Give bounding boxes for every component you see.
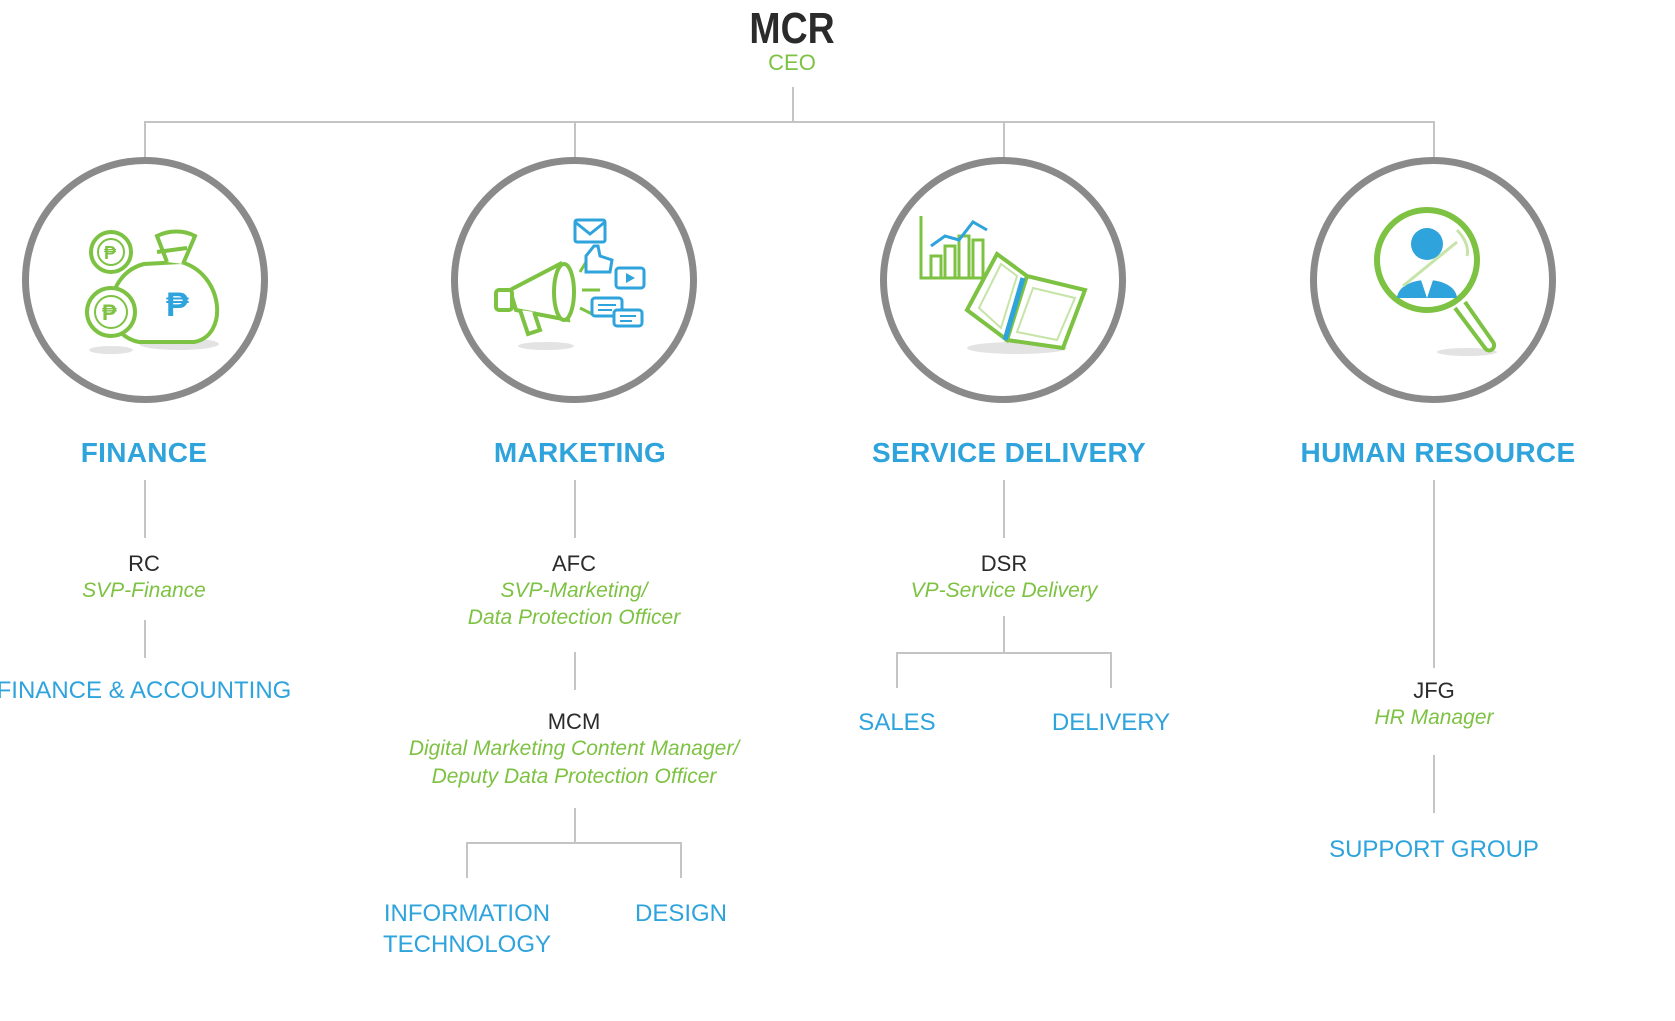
marketing-deputy-name: MCM	[547, 709, 601, 734]
finance-line-1	[144, 480, 146, 538]
svg-text:₱: ₱	[102, 300, 117, 325]
department-finance: FINANCE	[80, 437, 208, 468]
unit-support-group: SUPPORT GROUP	[1329, 836, 1539, 863]
department-bar	[144, 121, 1435, 123]
service-delivery-circle	[880, 157, 1126, 403]
unit-it-line-1: INFORMATION	[383, 900, 551, 927]
marketing-head-title-1: SVP-Marketing/	[500, 579, 648, 602]
marketing-branch-left	[466, 842, 468, 878]
service-branch-left	[896, 652, 898, 688]
department-service-delivery: SERVICE DELIVERY	[872, 437, 1146, 468]
department-marketing: MARKETING	[493, 437, 667, 468]
ceo-name: MCR	[749, 4, 835, 53]
unit-delivery: DELIVERY	[1051, 709, 1171, 736]
marketing-branch-right	[680, 842, 682, 878]
service-head-name: DSR	[980, 551, 1028, 576]
finance-line-2	[144, 620, 146, 658]
marketing-line-3	[574, 808, 576, 842]
finance-head-name: RC	[128, 551, 160, 576]
ceo-connector	[792, 87, 794, 121]
unit-it-line-2: TECHNOLOGY	[382, 931, 552, 958]
service-branch-bar	[896, 652, 1112, 654]
human-resource-circle	[1310, 157, 1556, 403]
megaphone-icon	[494, 218, 646, 350]
unit-finance-accounting: FINANCE & ACCOUNTING	[0, 677, 292, 704]
department-human-resource: HUMAN RESOURCE	[1300, 437, 1576, 468]
svg-text:₱: ₱	[104, 243, 116, 263]
unit-sales: SALES	[858, 709, 936, 736]
marketing-branch-bar	[466, 842, 682, 844]
marketing-deputy-title-2: Deputy Data Protection Officer	[431, 765, 717, 788]
hr-head-name: JFG	[1413, 678, 1455, 703]
svg-text:₱: ₱	[166, 286, 189, 324]
connector-finance	[144, 121, 146, 159]
magnifier-person-icon	[1374, 207, 1497, 356]
hr-head-title: HR Manager	[1374, 706, 1494, 729]
chart-book-icon	[919, 216, 1088, 354]
service-branch-right	[1110, 652, 1112, 688]
connector-hr	[1433, 121, 1435, 159]
finance-head-title: SVP-Finance	[82, 579, 206, 602]
marketing-line-2	[574, 652, 576, 690]
marketing-head-name: AFC	[552, 551, 596, 576]
marketing-circle	[451, 157, 697, 403]
marketing-head-title-2: Data Protection Officer	[467, 606, 681, 629]
money-bag-icon: ₱ ₱ ₱	[85, 229, 220, 354]
unit-design: DESIGN	[634, 900, 728, 927]
finance-circle: ₱ ₱ ₱	[22, 157, 268, 403]
hr-line-1	[1433, 480, 1435, 668]
marketing-line-1	[574, 480, 576, 538]
connector-marketing	[574, 121, 576, 159]
service-line-2	[1003, 616, 1005, 652]
hr-line-2	[1433, 755, 1435, 813]
service-line-1	[1003, 480, 1005, 538]
ceo-title: CEO	[768, 50, 816, 75]
service-head-title: VP-Service Delivery	[910, 579, 1098, 602]
unit-information-technology: INFORMATION TECHNOLOGY	[383, 898, 551, 960]
marketing-deputy-title-1: Digital Marketing Content Manager/	[408, 737, 740, 760]
connector-service	[1003, 121, 1005, 159]
